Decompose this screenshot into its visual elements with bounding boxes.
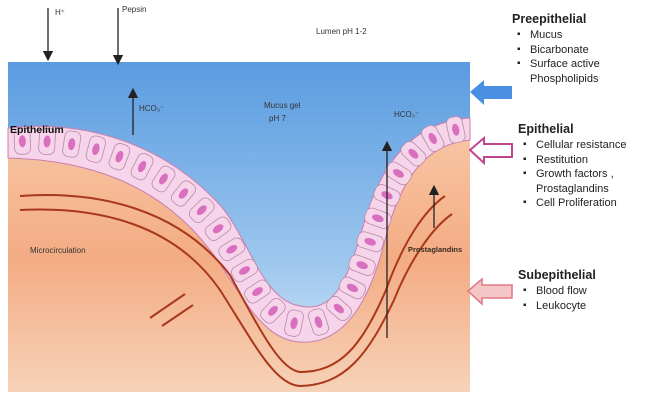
epithelial-item: Cell Proliferation [536, 196, 626, 211]
epithelium-label: Epithelium [10, 124, 64, 136]
subepithelial-item: Blood flow [536, 284, 596, 299]
preepithelial-arrow [470, 80, 512, 105]
epithelial-item: Growth factors , [536, 167, 626, 182]
hco3-left-label: HCO₃⁻ [139, 104, 164, 113]
preepithelial-title: Preepithelial [512, 12, 600, 26]
subepithelial-arrow [468, 279, 512, 304]
preepithelial-item: Mucus [530, 28, 600, 43]
preepithelial-item: Bicarbonate [530, 43, 600, 58]
epithelial-title: Epithelial [518, 122, 626, 136]
hco3-right-label: HCO₃⁻ [394, 110, 419, 119]
epithelial-panel: Epithelial Cellular resistance Restituti… [518, 122, 626, 211]
mucus-ph-label: pH 7 [269, 114, 286, 123]
microcirculation-label: Microcirculation [30, 246, 86, 255]
mucus-gel-label: Mucus gel [264, 101, 300, 110]
h-plus-label: H⁺ [55, 8, 65, 17]
epithelial-arrow [470, 138, 512, 163]
epithelial-item-continued: Prostaglandins [536, 182, 626, 197]
preepithelial-item: Surface active [530, 57, 600, 72]
subepithelial-item: Leukocyte [536, 299, 596, 314]
preepithelial-item-continued: Phospholipids [530, 72, 600, 87]
pepsin-label: Pepsin [122, 5, 146, 14]
epithelial-item: Cellular resistance [536, 138, 626, 153]
subepithelial-panel: Subepithelial Blood flow Leukocyte [518, 268, 596, 313]
subepithelial-title: Subepithelial [518, 268, 596, 282]
lumen-ph-label: Lumen pH 1-2 [316, 27, 367, 36]
prostaglandins-label: Prostaglandins [408, 245, 462, 254]
preepithelial-panel: Preepithelial Mucus Bicarbonate Surface … [512, 12, 600, 86]
epithelial-item: Restitution [536, 153, 626, 168]
